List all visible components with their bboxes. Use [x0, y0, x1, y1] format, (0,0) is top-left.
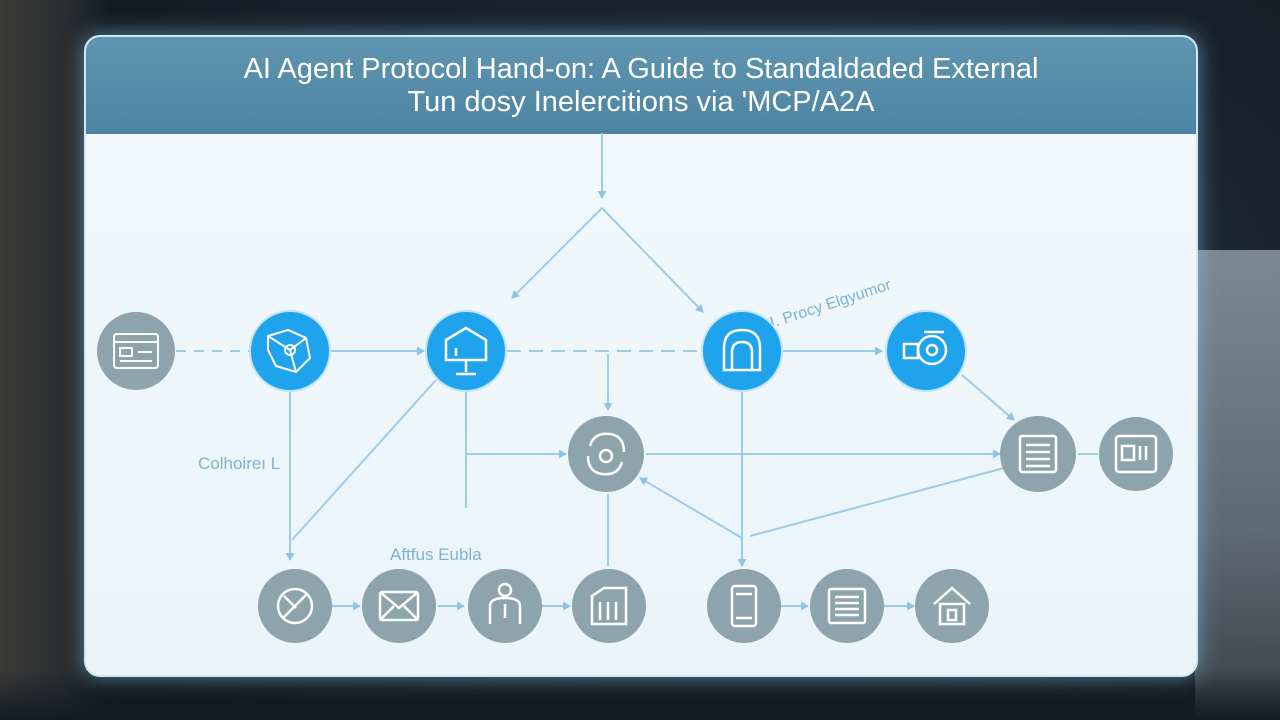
- diagram-header: AI Agent Protocol Hand-on: A Guide to St…: [86, 37, 1196, 134]
- envelope-icon: [378, 590, 420, 622]
- node-mobile-phone[interactable]: [707, 569, 781, 643]
- list-document-icon: [1018, 434, 1058, 474]
- list-panel-icon: [827, 587, 867, 625]
- node-home-lock[interactable]: [915, 569, 989, 643]
- label-proxy: I. Procy Elgyumor: [768, 276, 894, 331]
- connector-to-n6-lower: [639, 477, 743, 539]
- gear-device-icon: [902, 330, 948, 366]
- title-line-2: Tun dosy Inelercitions via 'MCP/A2A: [407, 85, 875, 118]
- node-envelope[interactable]: [362, 569, 436, 643]
- node-no-tool[interactable]: [258, 569, 332, 643]
- network-map-icon: [267, 328, 312, 374]
- diagram-panel: AI Agent Protocol Hand-on: A Guide to St…: [84, 35, 1198, 677]
- background-paper: [1195, 250, 1280, 720]
- no-tool-icon: [276, 587, 314, 625]
- storage-rack-icon: [590, 586, 628, 626]
- node-browser[interactable]: [97, 312, 175, 390]
- node-sync[interactable]: [568, 416, 644, 492]
- monitor-icon: [444, 326, 488, 376]
- connectors: [176, 133, 1098, 611]
- node-monitor[interactable]: [425, 310, 507, 392]
- connector-n7-lower: [749, 467, 1005, 537]
- server-box-icon: [1114, 434, 1158, 474]
- node-storage-rack[interactable]: [572, 569, 646, 643]
- node-server-box[interactable]: [1099, 417, 1173, 491]
- node-cloud[interactable]: [701, 310, 783, 392]
- node-gear-device[interactable]: [885, 310, 967, 392]
- home-lock-icon: [933, 586, 971, 626]
- node-list-panel[interactable]: [810, 569, 884, 643]
- sync-arrows-icon: [586, 432, 626, 476]
- connector-n3-diagonal: [291, 379, 437, 541]
- connector-split-left: [511, 207, 603, 299]
- connector-split-right: [601, 207, 704, 313]
- label-afflux: Aftfus Eubla: [390, 545, 482, 564]
- cloud-icon: [722, 328, 762, 372]
- node-network-map[interactable]: [249, 310, 331, 392]
- mobile-phone-icon: [730, 584, 758, 628]
- node-user-agent[interactable]: [468, 569, 542, 643]
- connector-n5-n7: [961, 374, 1015, 421]
- title-line-1: AI Agent Protocol Hand-on: A Guide to St…: [243, 52, 1039, 85]
- node-list-document[interactable]: [1000, 416, 1076, 492]
- label-collab: Colhoireı L: [198, 454, 280, 473]
- background-bottom-shade: [0, 670, 1280, 720]
- browser-window-icon: [113, 333, 159, 369]
- user-agent-icon: [488, 582, 522, 624]
